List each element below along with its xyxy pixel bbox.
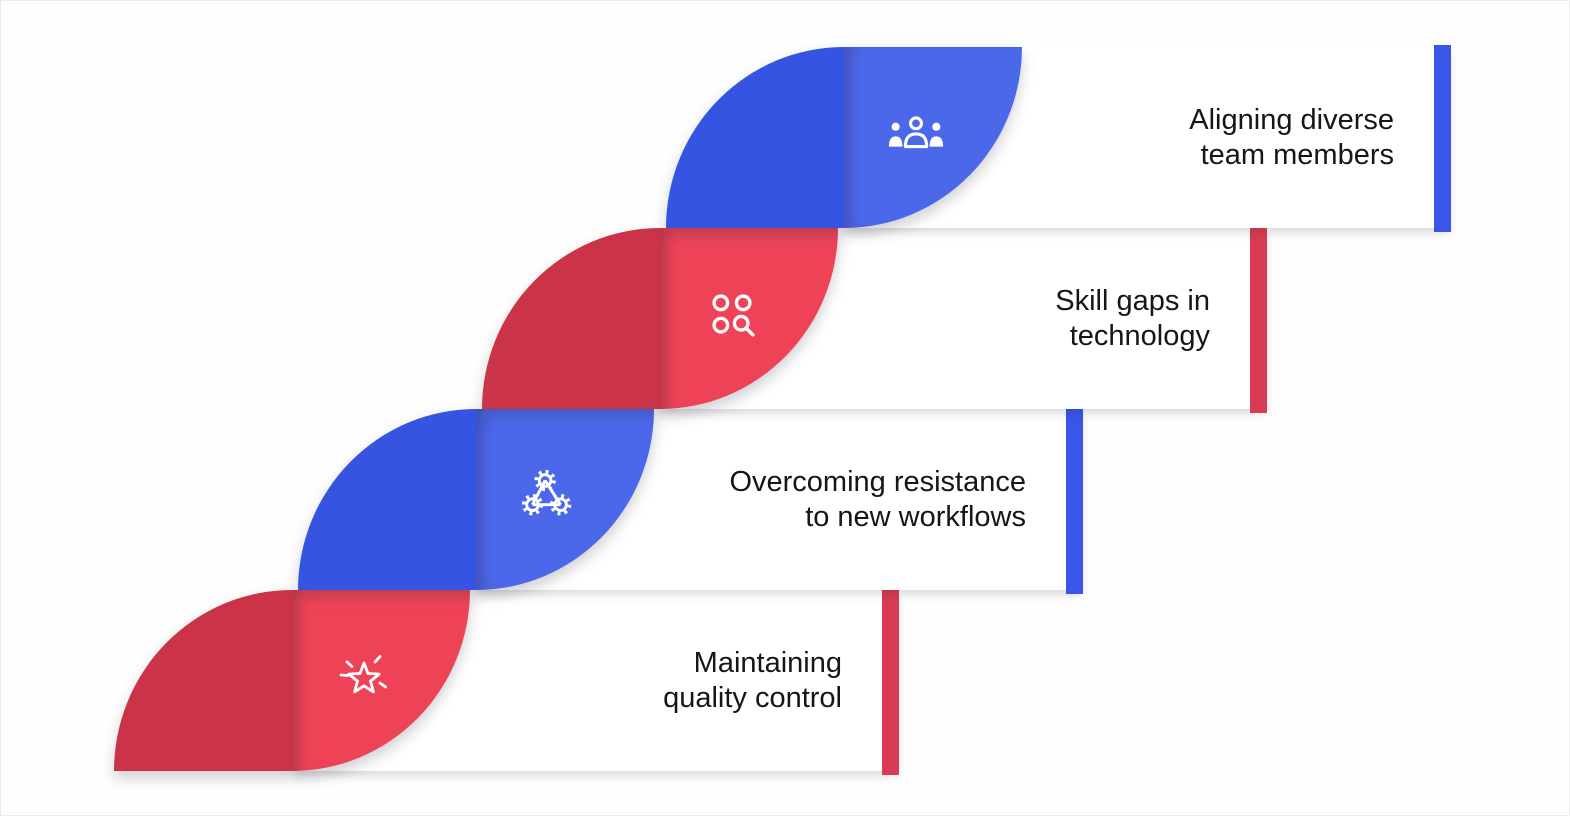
row-resistance-workflows: Overcoming resistance to new workflows xyxy=(298,407,1083,594)
accent-bar xyxy=(882,588,899,775)
leaf-shape xyxy=(482,228,838,409)
row-label-line1: Maintaining xyxy=(693,646,842,679)
row-quality-control: Maintaining quality control xyxy=(114,588,899,775)
row-label-line1: Overcoming resistance xyxy=(729,465,1026,498)
team-members-icon xyxy=(873,90,959,176)
row-label-line2: quality control xyxy=(663,681,842,714)
accent-bar xyxy=(1066,407,1083,594)
row-label: Aligning diverse team members xyxy=(1189,103,1394,173)
leaf-shape xyxy=(114,590,470,771)
star-sparkle-icon xyxy=(321,633,407,719)
row-label-line2: team members xyxy=(1200,138,1394,171)
row-label-line1: Aligning diverse xyxy=(1189,103,1394,136)
accent-bar xyxy=(1250,226,1267,413)
leaf-left-half xyxy=(114,590,292,771)
leaf-left-half xyxy=(666,47,844,228)
row-aligning-team: Aligning diverse team members xyxy=(666,45,1451,232)
leaf-left-half xyxy=(298,409,476,590)
row-label: Skill gaps in technology xyxy=(1055,284,1210,354)
workflow-gears-icon xyxy=(505,452,591,538)
row-label: Overcoming resistance to new workflows xyxy=(729,465,1026,535)
leaf-shape xyxy=(666,47,1022,228)
row-label-line2: to new workflows xyxy=(805,500,1026,533)
row-skill-gaps: Skill gaps in technology xyxy=(482,226,1267,413)
row-label-line2: technology xyxy=(1069,319,1210,352)
skill-search-icon xyxy=(689,271,775,357)
row-label-line1: Skill gaps in xyxy=(1055,284,1210,317)
accent-bar xyxy=(1434,45,1451,232)
leaf-left-half xyxy=(482,228,660,409)
row-label: Maintaining quality control xyxy=(663,646,842,716)
leaf-shape xyxy=(298,409,654,590)
